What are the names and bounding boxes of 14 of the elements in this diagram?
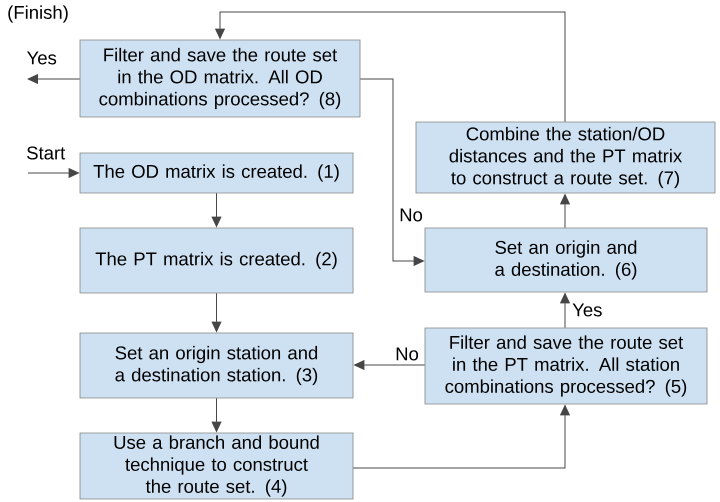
note-label: (Finish) — [8, 5, 68, 23]
edge-label: No — [398, 208, 424, 222]
edge-label: Yes — [26, 50, 58, 66]
process-box: The PT matrix is created. (2) — [80, 228, 354, 294]
process-box: Filter and save the route set in the PT matrix. All station combinations processed? (5) — [424, 328, 708, 404]
process-box: Set an origin and a destination. (6) — [424, 228, 708, 292]
process-box: Set an origin station and a destination station. (3) — [80, 332, 354, 398]
process-box: Combine the station/OD distances and the PT matrix to construct a route set. (7) — [416, 122, 716, 194]
edge-label: No — [394, 346, 420, 362]
process-box: Use a branch and bound technique to construct the route set. (4) — [80, 432, 354, 500]
process-box: Filter and save the route set in the OD matrix. All OD combinations processed? (8) — [80, 40, 360, 118]
edge-label: Start — [25, 145, 66, 161]
edge-label: Yes — [571, 302, 604, 318]
process-box: The OD matrix is created. (1) — [80, 152, 354, 194]
